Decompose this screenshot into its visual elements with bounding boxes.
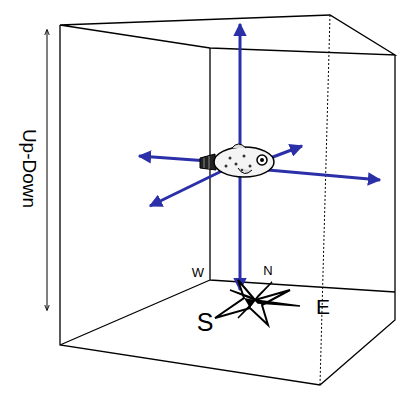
up-down-arrow (47, 30, 48, 310)
compass-letter: N (263, 264, 272, 277)
compass-letter: W (192, 266, 204, 279)
compass-letter: E (316, 296, 330, 317)
cube-outline (60, 15, 395, 385)
direction-arrows (139, 24, 380, 290)
axis-label: Up-Down (21, 128, 40, 207)
compass-rose (215, 280, 300, 325)
compass-letter: S (197, 310, 214, 335)
fish-figure (200, 144, 274, 177)
